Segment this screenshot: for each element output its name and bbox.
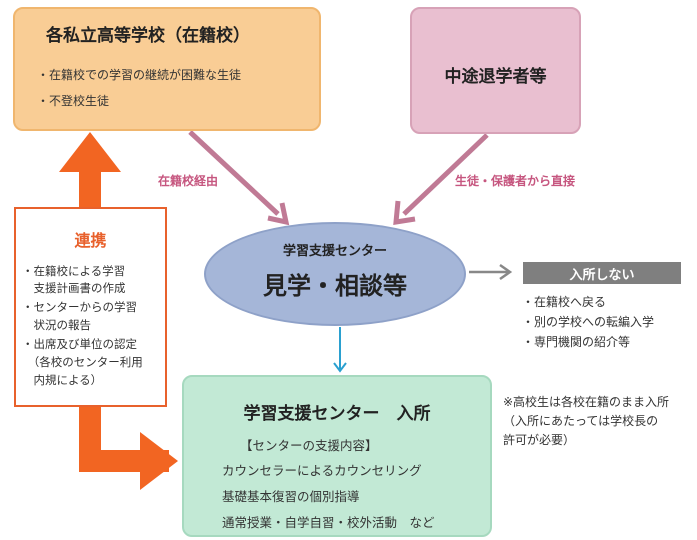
dropout-title: 中途退学者等 (444, 67, 547, 87)
note-line: 許可が必要） (503, 433, 576, 447)
direct-label: 生徒・保護者から直接 (455, 174, 576, 188)
enroll-section: 【センターの支援内容】 (240, 438, 378, 453)
renkei-line: （各校のセンター利用 (22, 355, 143, 369)
note-line: ※高校生は各校在籍のまま入所 (503, 395, 670, 409)
school-item: ・不登校生徒 (37, 94, 110, 108)
via-school-label: 在籍校経由 (158, 174, 219, 188)
renkei-line: 内規による） (22, 373, 103, 387)
no-enroll-item: ・専門機関の紹介等 (522, 335, 631, 349)
enroll-title: 学習支援センター 入所 (243, 404, 431, 424)
renkei-line: 支援計画書の作成 (22, 281, 126, 295)
direct-arrow (393, 133, 489, 225)
enrollment-box: 学習支援センター 入所 【センターの支援内容】 カウンセラーによるカウンセリング… (182, 375, 492, 537)
renkei-line: ・出席及び単位の認定 (22, 337, 137, 351)
no-enroll-arrow (469, 263, 513, 281)
center-title: 見学・相談等 (263, 272, 407, 300)
via-school-arrow (188, 130, 290, 226)
private-high-schools-box: 各私立高等学校（在籍校） ・在籍校での学習の継続が困難な生徒 ・不登校生徒 (13, 7, 321, 131)
school-item: ・在籍校での学習の継続が困難な生徒 (37, 68, 242, 82)
renkei-line: ・在籍校による学習 (22, 264, 126, 278)
school-title: 各私立高等学校（在籍校） (46, 26, 250, 46)
enroll-item: 基礎基本復習の個別指導 (222, 489, 360, 504)
cooperation-box: 連携 ・在籍校による学習 支援計画書の作成 ・センターからの学習 状況の報告 ・… (14, 207, 167, 407)
dropouts-box: 中途退学者等 (410, 7, 581, 134)
enroll-item: 通常授業・自学自習・校外活動 など (222, 515, 435, 530)
no-enroll-item: ・別の学校への転編入学 (522, 315, 655, 329)
enroll-arrow (333, 327, 347, 373)
center-subtitle: 学習支援センター (282, 244, 387, 259)
no-enroll-header: 入所しない (523, 262, 681, 284)
enroll-item: カウンセラーによるカウンセリング (222, 463, 422, 478)
renkei-title: 連携 (74, 231, 107, 250)
consultation-ellipse: 学習支援センター 見学・相談等 (204, 222, 466, 326)
renkei-line: 状況の報告 (22, 318, 91, 332)
renkei-line: ・センターからの学習 (22, 300, 137, 314)
note-line: （入所にあたっては学校長の (503, 414, 659, 428)
no-enroll-item: ・在籍校へ戻る (522, 295, 607, 309)
